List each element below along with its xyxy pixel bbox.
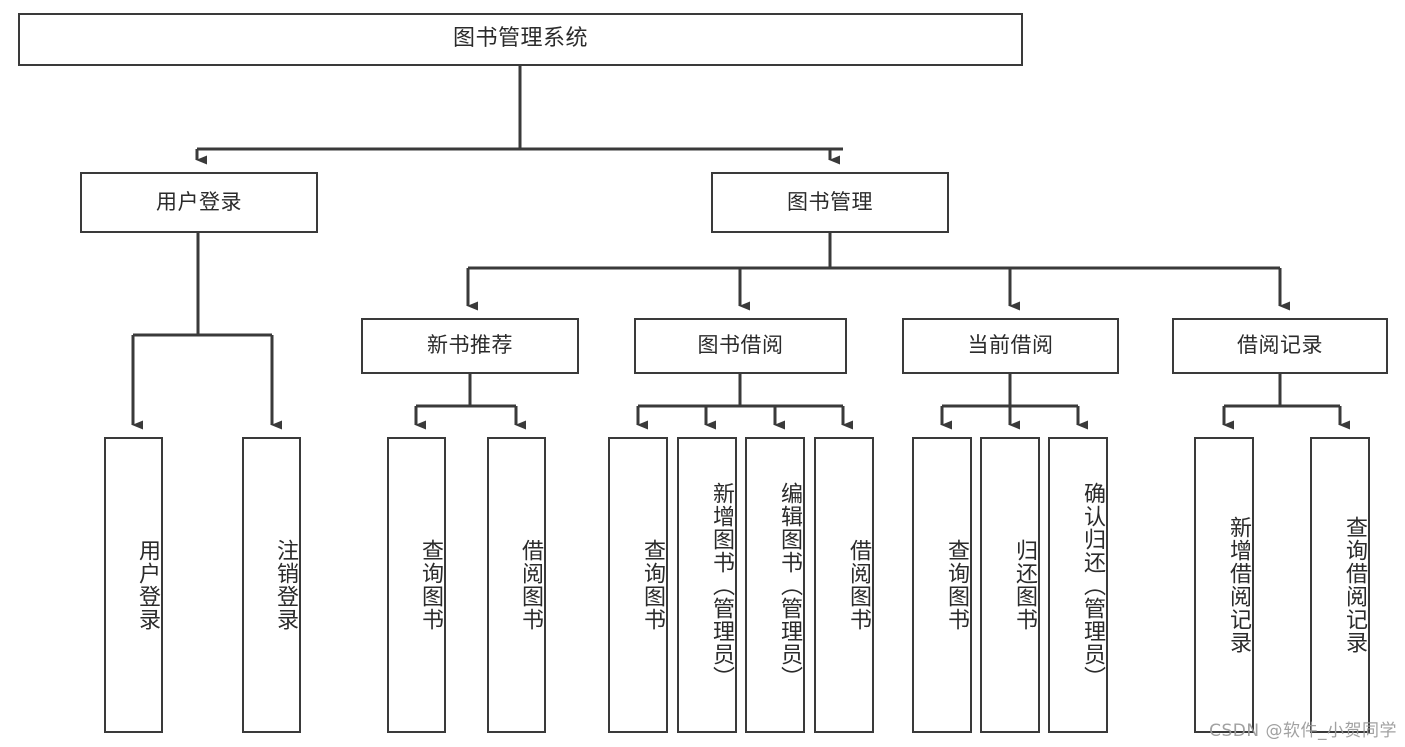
leaf-records-add-record[interactable]: 新增借阅记录 — [1194, 437, 1254, 733]
node-label: 借阅记录 — [1237, 333, 1323, 358]
node-label: 新书推荐 — [427, 333, 513, 358]
leaf-user-logout[interactable]: 注销登录 — [242, 437, 301, 733]
connector-newbook-to-leaves — [414, 374, 526, 430]
leaf-newbook-query-books[interactable]: 查询图书 — [387, 437, 446, 733]
leaf-current-confirm-return-admin[interactable]: 确认归还（管理员） — [1048, 437, 1108, 733]
node-group-new-book-recommend[interactable]: 新书推荐 — [361, 318, 579, 374]
leaf-newbook-borrow-books[interactable]: 借阅图书 — [487, 437, 546, 733]
leaf-content: 借阅图书 — [816, 439, 872, 731]
connector-userlogin-to-leaves — [131, 233, 282, 430]
node-label: 编辑图书（管理员） — [777, 481, 802, 689]
leaf-borrow-query-books[interactable]: 查询图书 — [608, 437, 668, 733]
node-label: 注销登录 — [273, 539, 298, 631]
leaf-current-query-books[interactable]: 查询图书 — [912, 437, 972, 733]
node-group-borrow-records[interactable]: 借阅记录 — [1172, 318, 1388, 374]
connector-records-to-leaves — [1222, 374, 1350, 430]
node-label: 用户登录 — [156, 189, 242, 214]
leaf-current-return-books[interactable]: 归还图书 — [980, 437, 1040, 733]
leaf-content: 查询图书 — [389, 439, 444, 731]
node-branch-book-management[interactable]: 图书管理 — [711, 172, 949, 233]
node-label: 新增图书（管理员） — [709, 481, 734, 689]
leaf-content: 确认归还（管理员） — [1050, 439, 1106, 731]
leaf-content: 查询图书 — [914, 439, 970, 731]
node-label: 图书借阅 — [697, 333, 784, 358]
node-label: 图书管理系统 — [452, 26, 588, 52]
node-group-book-borrow[interactable]: 图书借阅 — [634, 318, 847, 374]
node-group-current-borrow[interactable]: 当前借阅 — [902, 318, 1119, 374]
leaf-content: 编辑图书（管理员） — [747, 439, 803, 731]
leaf-borrow-edit-book-admin[interactable]: 编辑图书（管理员） — [745, 437, 805, 733]
node-label: 图书管理 — [787, 189, 873, 214]
leaf-borrow-borrow-books[interactable]: 借阅图书 — [814, 437, 874, 733]
node-label: 查询借阅记录 — [1342, 516, 1367, 654]
node-label: 新增借阅记录 — [1226, 516, 1251, 654]
leaf-content: 查询图书 — [610, 439, 666, 731]
node-label: 借阅图书 — [846, 539, 871, 631]
leaf-content: 注销登录 — [244, 439, 299, 731]
leaf-content: 新增图书（管理员） — [679, 439, 735, 731]
leaf-user-login[interactable]: 用户登录 — [104, 437, 163, 733]
leaf-content: 查询借阅记录 — [1312, 439, 1368, 731]
leaf-records-query-record[interactable]: 查询借阅记录 — [1310, 437, 1370, 733]
connector-current-to-leaves — [940, 374, 1088, 430]
node-label: 借阅图书 — [518, 539, 543, 631]
connector-borrow-to-leaves — [636, 374, 853, 430]
watermark: CSDN @软件_小贺同学 — [1209, 721, 1397, 741]
node-label: 归还图书 — [1012, 539, 1037, 631]
node-label: 查询图书 — [944, 539, 969, 631]
leaf-content: 新增借阅记录 — [1196, 439, 1252, 731]
leaf-content: 借阅图书 — [489, 439, 544, 731]
node-root-book-management-system[interactable]: 图书管理系统 — [18, 13, 1023, 66]
node-label: 用户登录 — [135, 539, 160, 631]
connector-bookmgmt-to-groups — [466, 233, 1290, 311]
node-branch-user-login[interactable]: 用户登录 — [80, 172, 318, 233]
leaf-borrow-add-book-admin[interactable]: 新增图书（管理员） — [677, 437, 737, 733]
node-label: 查询图书 — [418, 539, 443, 631]
leaf-content: 用户登录 — [106, 439, 161, 731]
connector-root-to-level1 — [195, 66, 843, 165]
node-label: 当前借阅 — [967, 333, 1054, 358]
node-label: 查询图书 — [640, 539, 665, 631]
node-label: 确认归还（管理员） — [1080, 481, 1105, 689]
leaf-content: 归还图书 — [982, 439, 1038, 731]
